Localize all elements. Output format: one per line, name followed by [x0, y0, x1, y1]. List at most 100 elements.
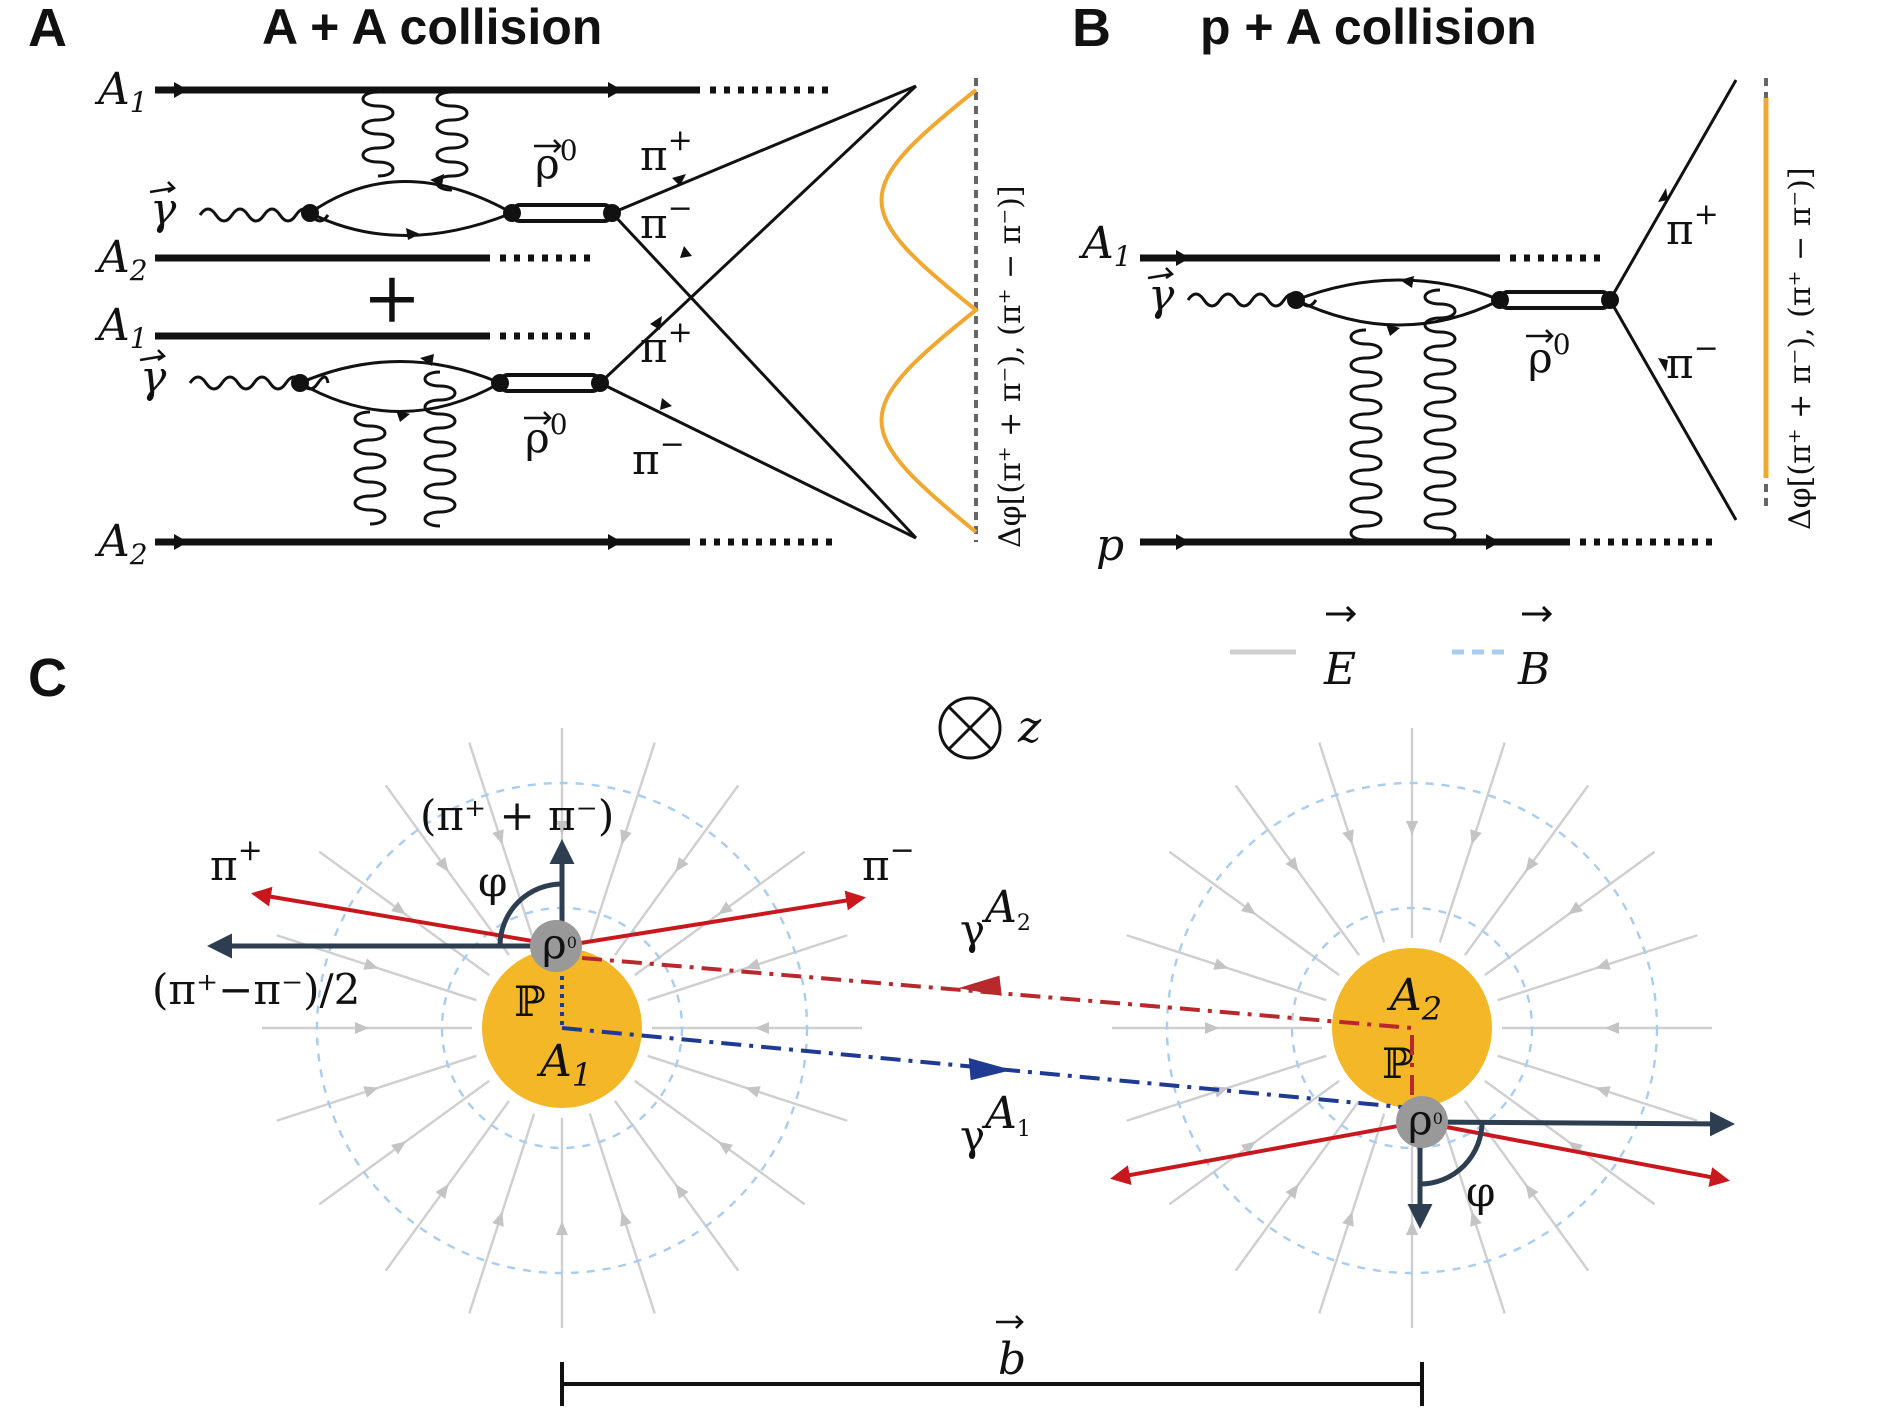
e-field-arrow: [1568, 1141, 1583, 1155]
e-field-arrow: [1241, 901, 1256, 915]
a2-rho-label: ρ0: [1408, 1095, 1443, 1144]
a-bot-pi-minus: [599, 381, 917, 540]
a-top-pi-minus: [610, 211, 918, 540]
e-field-arrow: [1568, 901, 1583, 915]
e-field-arrow: [1595, 1086, 1611, 1098]
e-field-arrow: [1470, 829, 1482, 845]
e-field-arrow: [1205, 1022, 1219, 1034]
z-into-page-symbol: [938, 696, 1002, 760]
b-gluon-2: [1423, 288, 1457, 544]
a-bot-rho-propagator: [498, 373, 602, 393]
e-field-arrow: [755, 1022, 769, 1034]
a2-pi-arrow-left: [1110, 1120, 1421, 1185]
e-field-arrow: [363, 1086, 379, 1098]
a-top-pi-minus-label: π−: [640, 191, 693, 248]
e-field-arrow: [1342, 1211, 1354, 1227]
field-legend: E B: [1230, 605, 1553, 695]
a-top-loop-lower: [309, 211, 513, 237]
gamma-a2-label: γA2: [960, 882, 1031, 954]
e-field-arrow: [391, 1141, 406, 1155]
a2-rho-blob: [1396, 1096, 1448, 1148]
b-label-p: p: [1096, 520, 1124, 571]
b-rotated-axis-label: Δφ[(π⁺ + π⁻), (π⁺ − π⁻)]: [1783, 167, 1818, 530]
e-field-arrow: [1241, 1141, 1256, 1155]
a-label-a2-top: A2: [94, 232, 148, 287]
e-field-arrow: [745, 958, 761, 970]
a2-field-lines: [1112, 728, 1712, 1328]
sum-axis-label: (π⁺ + π⁻): [420, 791, 614, 840]
b-field-circle: [1165, 781, 1659, 1275]
b-field-circle: [1290, 906, 1534, 1150]
a-bot-pi-plus: [598, 84, 918, 385]
e-field-arrow: [435, 1184, 449, 1199]
a1-phi-label: φ: [478, 857, 507, 906]
a-label-a1-top: A1: [94, 64, 148, 119]
e-field-arrow: [718, 901, 733, 915]
a2-phi-arc: [1419, 1121, 1485, 1187]
pomeron-a1-label: ℙ: [514, 977, 546, 1026]
e-field-arrow: [675, 857, 689, 872]
b-loop-upper: [1295, 278, 1501, 302]
e-field-arrow: [492, 1211, 504, 1227]
a2-diff-axis-arrow: [1419, 1111, 1735, 1137]
a-label-a1-bottom: A1: [94, 300, 148, 355]
a1-phi-arc: [497, 881, 563, 947]
gamma-a1-label: γA1: [960, 1088, 1031, 1160]
a2-pi-arrow-right: [1419, 1120, 1730, 1187]
e-field-arrow: [492, 829, 504, 845]
panel-b-diagram: A1 p γ ρ0 π+ π− Δφ[(π⁺ + π⁻), (π⁺ − π⁻)]: [1078, 78, 1818, 571]
e-field-arrow: [620, 829, 632, 845]
e-field-arrow: [1285, 1184, 1299, 1199]
b-pi-plus-label: π+: [1666, 197, 1719, 254]
a-rotated-axis-label: Δφ[(π⁺ + π⁻), (π⁺ − π⁻)]: [993, 185, 1028, 548]
a1-field-lines: [262, 728, 862, 1328]
a-top-pi-plus-label: π+: [640, 123, 693, 180]
a-bot-gluon-2: [423, 370, 457, 528]
panel-a-letter: A: [28, 0, 67, 58]
pomeron-a2-label: ℙ: [1382, 1039, 1414, 1088]
e-field-arrow: [718, 1141, 733, 1155]
e-field-arrow: [1525, 1184, 1539, 1199]
b-gluon-1: [1349, 328, 1383, 542]
a1-pi-minus-label: π−: [862, 833, 915, 890]
e-field-arrow: [675, 1184, 689, 1199]
legend-e-label: E: [1323, 644, 1356, 695]
a-bot-gluon-1: [353, 410, 387, 526]
a-modulation-curve: [879, 88, 980, 534]
b-field-circle: [315, 781, 809, 1275]
e-field-arrow: [556, 821, 568, 835]
a-top-rho-propagator: [510, 203, 614, 223]
e-field-arrow: [355, 1022, 369, 1034]
panel-c-letter: C: [28, 648, 67, 708]
b-loop-lower: [1295, 298, 1501, 327]
a1-pi-plus-arrow: [251, 886, 563, 948]
b-pi-minus: [1608, 299, 1738, 521]
nucleus-a1-label: A1: [536, 1036, 592, 1094]
a-bot-pi-plus-label: π+: [640, 315, 693, 372]
a-top-loop-upper: [309, 180, 513, 215]
a-top-pi-plus: [611, 84, 917, 215]
z-label: z: [1017, 702, 1042, 753]
panel-c-diagram: z A1 ℙ A2 ℙ γA2 γA1 ρ0 π+ π− (π⁺ + π⁻) (…: [152, 696, 1735, 1406]
a1-pi-plus-label: π+: [210, 833, 263, 890]
e-field-arrow: [1406, 1221, 1418, 1235]
e-field-arrow: [1406, 821, 1418, 835]
panel-b-letter: B: [1072, 0, 1111, 58]
e-field-arrow: [391, 901, 406, 915]
b-rho-propagator: [1498, 290, 1612, 310]
panel-a-diagram: A1 A2 A1 A2 + γ ρ0 π+ π− γ: [94, 64, 1028, 571]
e-field-arrow: [435, 857, 449, 872]
nucleus-a2: [1332, 948, 1492, 1108]
b-pi-minus-label: π−: [1666, 331, 1719, 388]
a-top-gluon-2: [435, 90, 469, 192]
e-field-arrow: [1470, 1211, 1482, 1227]
diff-axis-label: (π⁺−π⁻)/2: [152, 965, 360, 1014]
e-field-arrow: [745, 1086, 761, 1098]
a1-rho-blob: [530, 920, 582, 972]
a-bot-loop-upper: [299, 360, 501, 385]
e-field-arrow: [363, 958, 379, 970]
e-field-arrow: [556, 1221, 568, 1235]
e-field-arrow: [1525, 857, 1539, 872]
a-bot-pi-minus-label: π−: [632, 427, 685, 484]
